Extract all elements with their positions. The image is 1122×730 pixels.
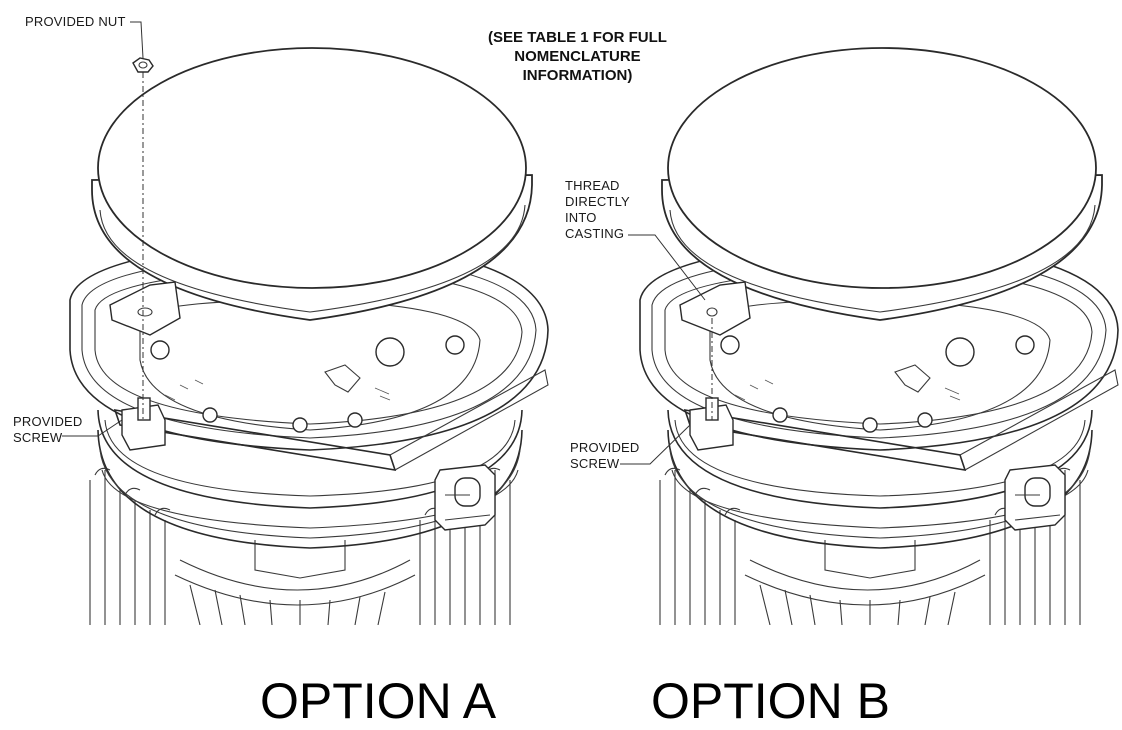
option-a-provided-screw-label: PROVIDED SCREW — [13, 414, 83, 445]
option-a-assembly — [62, 21, 549, 625]
nomenclature-note: (SEE TABLE 1 FOR FULL NOMENCLATURE INFOR… — [488, 29, 667, 84]
option-b-housing — [639, 239, 1119, 549]
option-a-screw-leader — [62, 419, 123, 437]
option-a-housing — [69, 239, 549, 549]
option-a-title: OPTION A — [260, 673, 497, 729]
option-b-thread-leader — [628, 234, 706, 301]
option-b-thread-label: THREAD DIRECTLY INTO CASTING — [565, 178, 630, 241]
option-a-heatsink — [89, 467, 511, 625]
option-b-provided-screw-label: PROVIDED SCREW — [570, 440, 640, 471]
option-a-nut-leader — [130, 21, 144, 59]
option-b-heatsink — [659, 467, 1081, 625]
option-a-provided-nut-label: PROVIDED NUT — [25, 14, 126, 29]
option-b-title: OPTION B — [651, 673, 890, 729]
option-a-nut-icon — [132, 57, 154, 73]
option-b-assembly — [620, 47, 1119, 625]
option-b-lid — [661, 47, 1103, 336]
option-b-screw-leader — [620, 424, 691, 465]
option-a-lid — [91, 47, 533, 336]
